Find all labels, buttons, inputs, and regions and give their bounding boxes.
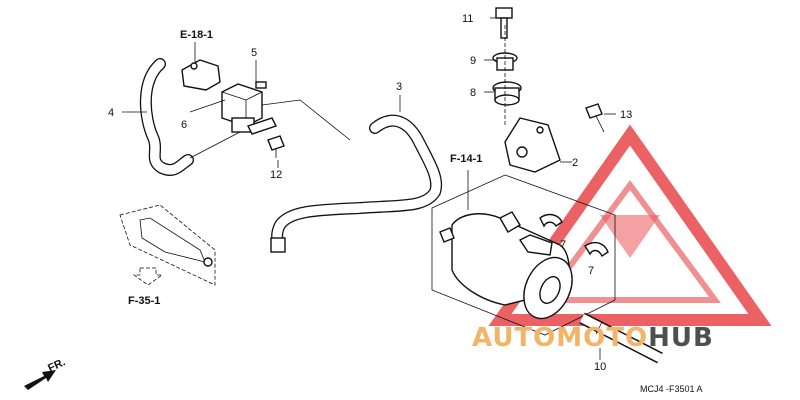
callout-6: 6 [181, 119, 187, 131]
tube-10-fill [579, 313, 663, 363]
grommet-8-bottom [494, 94, 520, 106]
callout-10: 10 [594, 361, 606, 373]
bolt-13 [585, 103, 605, 133]
callout-2: 2 [572, 157, 578, 169]
front-arrow-icon [24, 370, 56, 390]
callouts: 11 9 8 13 2 3 5 4 6 12 7 7 10 [108, 13, 632, 373]
ref-f35-1: F-35-1 [128, 295, 160, 307]
hose-3-fill [272, 116, 441, 250]
hose-4 [139, 58, 194, 176]
bracket-2 [504, 117, 561, 173]
canister-mount [518, 234, 553, 256]
front-direction-arrow: FR. [24, 356, 67, 390]
bolt-12-head [267, 135, 285, 151]
bracket-2-hole [516, 146, 528, 158]
watermark-triangle-core [600, 215, 660, 258]
bolt-11 [495, 7, 513, 39]
ref-e18-1: E-18-1 [180, 29, 213, 41]
watermark-text-auto: AUTO [472, 323, 556, 353]
frame-bracket-hole [203, 257, 213, 267]
valve-bracket-6 [181, 59, 221, 91]
solenoid-valve-5 [181, 59, 277, 135]
callout-5: 5 [251, 47, 257, 59]
grommet-8 [492, 81, 522, 106]
frame-bracket [119, 204, 216, 286]
bolt-11-shaft [500, 17, 508, 39]
evap-canister-assembly [431, 174, 616, 336]
callout-7-a: 7 [560, 239, 566, 251]
canister-boundary [431, 174, 616, 336]
reference-labels: E-18-1 F-14-1 F-35-1 [128, 29, 482, 307]
bracket-2-slot [536, 126, 544, 134]
callout-4: 4 [108, 107, 114, 119]
frame-bracket-outline [119, 204, 216, 286]
watermark-text-hub: HUB [648, 323, 714, 353]
callout-13: 13 [620, 109, 632, 121]
callout-7-b: 7 [588, 265, 594, 277]
bracket-bolt [190, 62, 198, 70]
reference-down-arrow [132, 267, 164, 286]
watermark-text: AUTOMOTOHUB [472, 323, 714, 353]
front-arrow-label: FR. [46, 356, 67, 374]
hose-3-end-fitting [270, 237, 286, 253]
hose-4-fill [141, 59, 193, 175]
watermark-triangle-outer [488, 124, 772, 326]
bracket-2-plate [504, 117, 561, 173]
valve-connector [255, 81, 267, 89]
valve-nozzle [247, 117, 277, 135]
watermark-text-moto: MOTO [556, 323, 648, 353]
bolt-11-head [495, 7, 513, 19]
callout-8: 8 [470, 87, 476, 99]
bolt-12 [267, 135, 285, 158]
frame-bracket-arm [139, 217, 206, 263]
diagram-code: MCJ4 -F3501 A [640, 384, 703, 394]
watermark-triangle-inner [539, 179, 721, 303]
canister-inlet [439, 227, 455, 243]
hose-3 [270, 114, 443, 253]
canister-tab [499, 211, 521, 233]
tube-10-band [595, 321, 603, 335]
clip-7-b [584, 241, 609, 258]
callout-3: 3 [396, 81, 402, 93]
canister-port [539, 276, 561, 304]
leader-lines [122, 17, 616, 360]
callout-11: 11 [462, 13, 473, 25]
ref-f14-1: F-14-1 [450, 153, 482, 165]
bolt-13-head [585, 103, 603, 119]
clips-7 [539, 213, 609, 258]
valve-body [221, 83, 263, 127]
tube-10 [579, 312, 663, 364]
leader-hose-4-link [189, 131, 241, 159]
callout-9: 9 [470, 55, 476, 67]
leader-hose-3-link [261, 99, 351, 141]
callout-12: 12 [270, 169, 282, 181]
clip-7-a [539, 213, 563, 228]
leader-6 [189, 99, 226, 113]
bolt-13-shaft [595, 115, 605, 133]
